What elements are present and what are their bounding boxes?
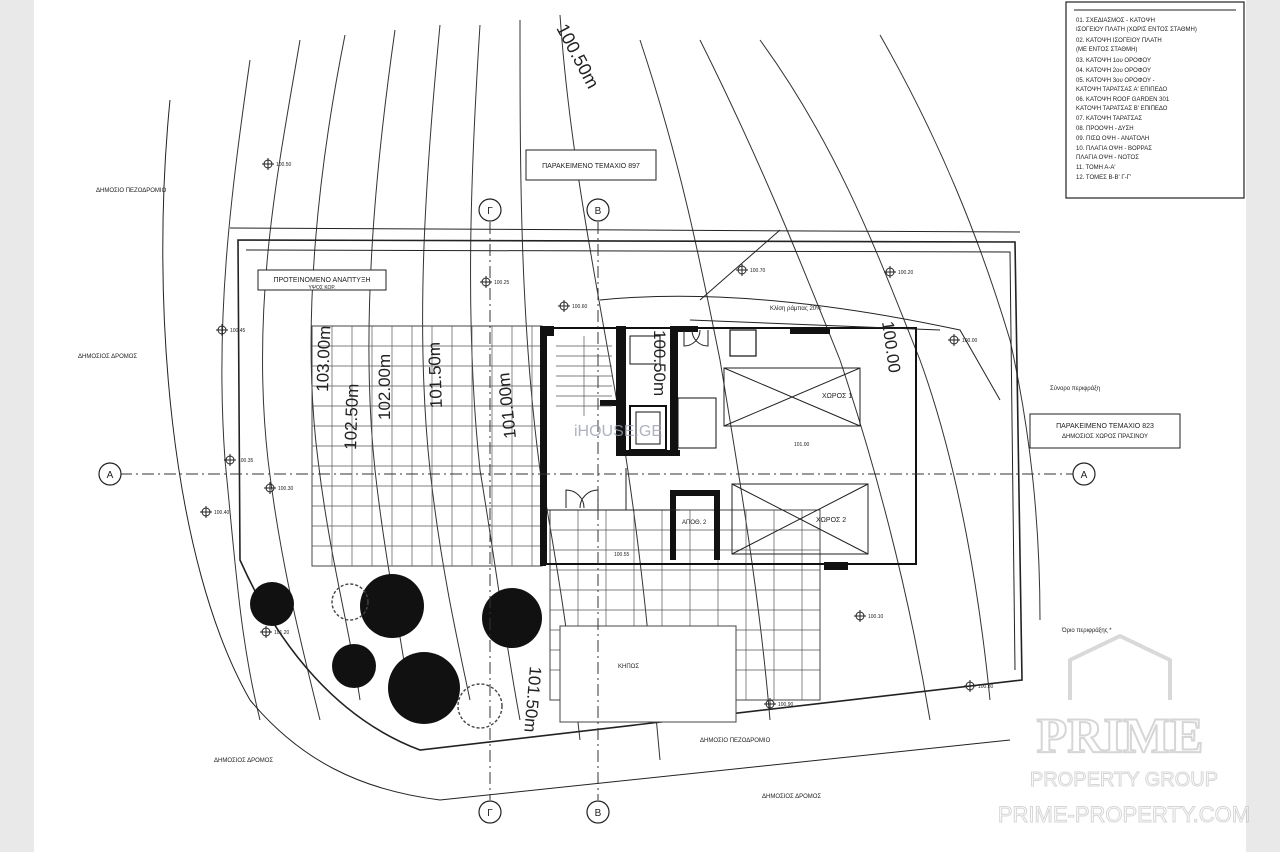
watermarks: iHOUSE.GE PRIME PROPERTY GROUP PRIME-PRO… bbox=[574, 423, 1251, 828]
level-value: 100.25 bbox=[494, 280, 510, 286]
contour-label: 102.00m bbox=[375, 354, 394, 420]
legend-item: 12. ΤΟΜΕΣ Β-Β' Γ-Γ' bbox=[1076, 175, 1131, 181]
ramp-label: Κλίση ράμπας 20% bbox=[770, 305, 822, 312]
level-mark bbox=[480, 276, 492, 288]
section-marker-a-right: Α bbox=[1081, 470, 1088, 481]
drawing-labels: 100.50m 103.00m 102.50m 102.00m 101.50m … bbox=[78, 20, 1181, 819]
site-watermark: iHOUSE.GE bbox=[574, 423, 662, 440]
legend-item: 08. ΠΡΟΟΨΗ - ΔΥΣΗ bbox=[1076, 126, 1134, 132]
level-mark bbox=[884, 266, 896, 278]
level-value: 101.00 bbox=[794, 442, 810, 448]
boundary-note-label: Όριο περιφράξης * bbox=[1061, 627, 1112, 634]
adjacent-plot-top-label: ΠΑΡΑΚΕΙΜΕΝΟ ΤΕΜΑΧΙΟ 897 bbox=[542, 163, 640, 170]
legend-item: (ΜΕ ΕΝΤΟΣ ΣΤΑΘΜΗ) bbox=[1076, 47, 1137, 53]
prime-brand-sub: PROPERTY GROUP bbox=[1030, 769, 1218, 791]
legend-item: ΙΣΟΓΕΙΟΥ ΠΛΑΤΗ (ΧΩΡΙΣ ΕΝΤΟΣ ΣΤΑΘΜΗ) bbox=[1076, 27, 1197, 33]
section-marker-a-left: Α bbox=[107, 470, 114, 481]
section-marker-b-top: Β bbox=[595, 206, 602, 217]
section-marker-b-bottom: Β bbox=[595, 808, 602, 819]
public-path-bottom-label: ΔΗΜΟΣΙΟ ΠΕΖΟΔΡΟΜΙΟ bbox=[700, 738, 771, 744]
level-value: 100.35 bbox=[238, 458, 254, 464]
legend-item: 01. ΣΧΕΔΙΑΣΜΟΣ - ΚΑΤΟΨΗ bbox=[1076, 18, 1155, 24]
contour-label: 102.50m bbox=[341, 383, 362, 450]
adjacent-plot-right-label: ΠΑΡΑΚΕΙΜΕΝΟ ΤΕΜΑΧΙΟ 823 bbox=[1056, 423, 1154, 430]
level-mark bbox=[764, 698, 776, 710]
legend-item: 10. ΠΛΑΓΙΑ ΟΨΗ - ΒΟΡΡΑΣ bbox=[1076, 146, 1152, 152]
driveway bbox=[599, 229, 1001, 401]
legend-item: ΚΑΤΟΨΗ ΤΑΡΑΤΣΑΣ Β' ΕΠΙΠΕΔΟ bbox=[1076, 106, 1168, 112]
protected-area-sublabel: ΥΨΟΣ ΚΟΡ. bbox=[308, 285, 335, 291]
level-value: 100.60 bbox=[572, 304, 588, 310]
level-value: 100.10 bbox=[868, 614, 884, 620]
level-mark bbox=[224, 454, 236, 466]
contour-label: 100.50m bbox=[650, 330, 669, 396]
section-marker-g-bottom: Γ bbox=[487, 808, 493, 819]
level-mark bbox=[736, 264, 748, 276]
legend-item: 11. ΤΟΜΗ Α-Α' bbox=[1076, 165, 1116, 171]
level-value: 100.50 bbox=[276, 162, 292, 168]
level-mark bbox=[216, 324, 228, 336]
section-lines bbox=[98, 198, 1096, 824]
level-value: 100.80 bbox=[978, 684, 994, 690]
adjacent-plot-right-sublabel: ΔΗΜΟΣΙΟΣ ΧΩΡΟΣ ΠΡΑΣΙΝΟΥ bbox=[1062, 434, 1148, 440]
site-boundary bbox=[162, 99, 1023, 801]
public-road-bottom-label: ΔΗΜΟΣΙΟΣ ΔΡΟΜΟΣ bbox=[762, 794, 821, 800]
level-value: 100.70 bbox=[750, 268, 766, 274]
level-value: 100.90 bbox=[778, 702, 794, 708]
contour-label: 103.00m bbox=[313, 325, 334, 392]
legend-item: 04. ΚΑΤΟΨΗ 2ου ΟΡΟΦΟΥ bbox=[1076, 68, 1151, 74]
level-mark bbox=[948, 334, 960, 346]
contour-lines bbox=[221, 14, 1041, 761]
fence-label: Σύνορο περιφράξη bbox=[1050, 385, 1100, 392]
prime-url: PRIME-PROPERTY.COM bbox=[998, 802, 1250, 827]
storage-label: ΑΠΟΘ. 2 bbox=[682, 520, 707, 526]
trees bbox=[250, 574, 542, 729]
contour-label: 101.50m bbox=[520, 666, 545, 734]
level-value: 100.30 bbox=[278, 486, 294, 492]
legend-item: 03. ΚΑΤΟΨΗ 1ου ΟΡΟΦΟΥ bbox=[1076, 58, 1151, 64]
level-mark bbox=[262, 158, 274, 170]
level-value: 100.20 bbox=[898, 270, 914, 276]
parking-1-label: ΧΩΡΟΣ 1 bbox=[822, 393, 852, 400]
contour-label: 100.50m bbox=[552, 20, 603, 91]
prime-logo: PRIME PROPERTY GROUP PRIME-PROPERTY.COM bbox=[997, 633, 1251, 828]
level-value: 101.20 bbox=[274, 630, 290, 636]
paving-hatch bbox=[311, 325, 543, 567]
public-road-left-label: ΔΗΜΟΣΙΟΣ ΔΡΟΜΟΣ bbox=[78, 354, 137, 360]
level-value: 100.00 bbox=[962, 338, 978, 344]
level-mark bbox=[264, 482, 276, 494]
level-markers bbox=[200, 158, 976, 710]
level-value: 100.45 bbox=[230, 328, 246, 334]
contour-label: 101.50m bbox=[425, 342, 446, 409]
public-road-bottom-left-label: ΔΗΜΟΣΙΟΣ ΔΡΟΜΟΣ bbox=[214, 758, 273, 764]
legend-item: 09. ΠΙΣΩ ΟΨΗ - ΑΝΑΤΟΛΗ bbox=[1076, 136, 1149, 142]
level-mark bbox=[964, 680, 976, 692]
legend-item: 02. ΚΑΤΟΨΗ ΙΣΟΓΕΙΟΥ ΠΛΑΤΗ bbox=[1076, 38, 1162, 44]
level-mark bbox=[260, 626, 272, 638]
garden-label: ΚΗΠΟΣ bbox=[618, 664, 639, 670]
level-mark bbox=[200, 506, 212, 518]
legend-item: ΚΑΤΟΨΗ ΤΑΡΑΤΣΑΣ Α' ΕΠΙΠΕΔΟ bbox=[1076, 87, 1167, 93]
contour-label: 101.00m bbox=[494, 372, 520, 440]
legend-item: ΠΛΑΓΙΑ ΟΨΗ - ΝΟΤΟΣ bbox=[1076, 155, 1139, 161]
level-value: 100.55 bbox=[614, 552, 630, 558]
level-value: 100.40 bbox=[214, 510, 230, 516]
section-marker-g-top: Γ bbox=[487, 206, 493, 217]
prime-brand: PRIME bbox=[1037, 707, 1204, 763]
drawing-legend: 01. ΣΧΕΔΙΑΣΜΟΣ - ΚΑΤΟΨΗ ΙΣΟΓΕΙΟΥ ΠΛΑΤΗ (… bbox=[1065, 1, 1245, 199]
legend-item: 07. ΚΑΤΟΨΗ ΤΑΡΑΤΣΑΣ bbox=[1076, 116, 1142, 122]
parking-2-label: ΧΩΡΟΣ 2 bbox=[816, 517, 846, 524]
protected-area-label: ΠΡΟΤΕΙΝΟΜΕΝΟ ΑΝΑΠΤΥΞΗ bbox=[273, 277, 370, 284]
legend-item: 05. ΚΑΤΟΨΗ 3ου ΟΡΟΦΟΥ - bbox=[1076, 78, 1155, 84]
level-mark bbox=[558, 300, 570, 312]
public-path-top-label: ΔΗΜΟΣΙΟ ΠΕΖΟΔΡΟΜΙΟ bbox=[96, 188, 167, 194]
building bbox=[540, 326, 917, 570]
level-mark bbox=[854, 610, 866, 622]
legend-item: 06. ΚΑΤΟΨΗ ROOF GARDEN 301 bbox=[1076, 97, 1170, 103]
paving-grid-lower bbox=[549, 509, 821, 723]
